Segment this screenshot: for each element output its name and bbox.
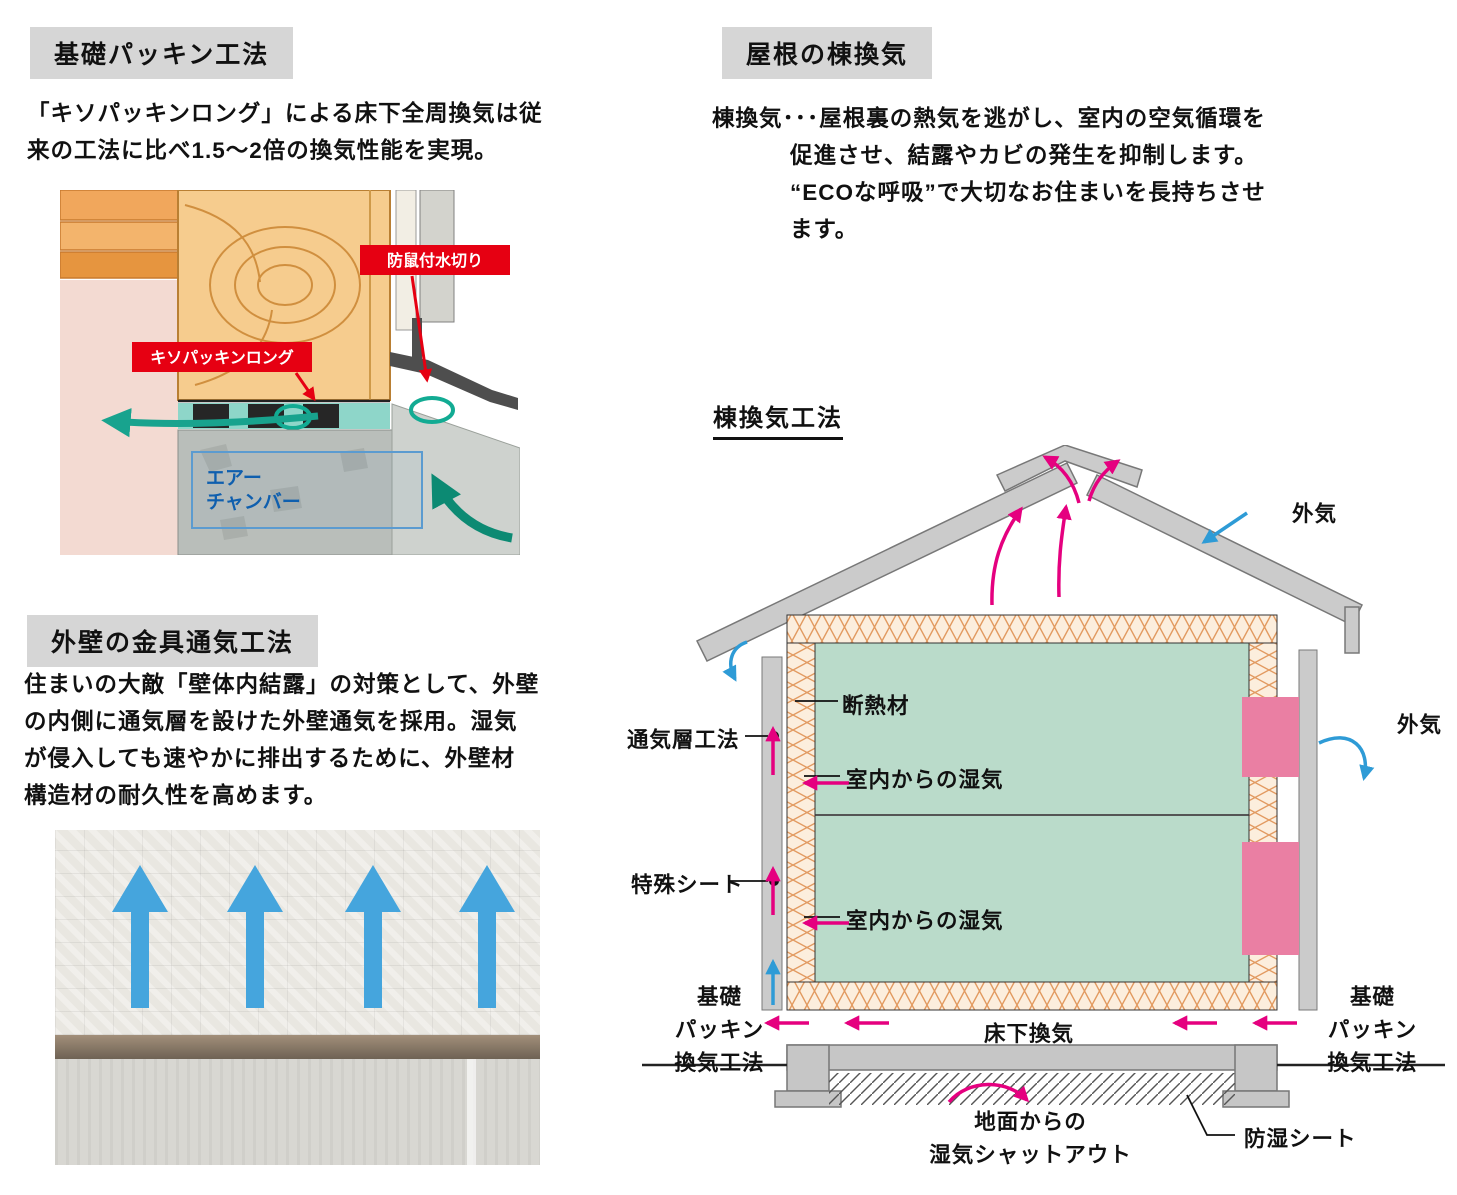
foundation-section-body: 「キソパッキンロング」による床下全周換気は従 来の工法に比べ1.5～2倍の換気性… [27,95,543,169]
house-body [786,614,1278,1011]
text-line: ます。 [790,217,859,242]
vent-layer-method-label: 通気層工法 [627,728,740,752]
exterior-wall-photo [55,830,540,1165]
foundation-band [55,1059,540,1165]
wall-section-heading: 外壁の金具通気工法 [27,615,319,667]
foundation-slab [786,1044,1278,1071]
kiso-packing-label: キソパッキンロング [150,348,294,367]
foundation-section-heading: 基礎パッキン工法 [30,27,294,79]
text-line: 「キソパッキンロング」による床下全周換気は従 [27,101,543,126]
text-line: “ECOな呼吸”で大切なお住まいを長持ちさせ [790,180,1266,205]
special-sheet-label: 特殊シート [631,873,744,897]
airflow-out-arrow [101,407,319,438]
air-chamber-outline [191,451,423,529]
right-fascia [1344,606,1360,654]
air-chamber-label-line1: エアー [206,468,262,489]
ground-moisture-label: 地面からの 湿気シャットアウト [908,1106,1153,1172]
text-line: が侵入しても速やかに排出するために、外壁材 [24,746,516,771]
wall-section-body: 住まいの大敵「壁体内結露」の対策として、外壁 の内側に通気層を設けた外壁通気を採… [24,666,539,814]
foundation-packing-diagram: エアー チャンバー 防鼠付水切り キソパッキンロング [60,190,520,555]
mizukiri-label: 防鼠付水切り [387,251,483,270]
text-line: 基礎 [1349,985,1395,1009]
ground-hatch [829,1073,1235,1105]
air-chamber-label-line2: チャンバー [206,491,301,513]
roof-diagram-title: 棟換気工法 [713,398,843,440]
text-line: 湿気シャットアウト [929,1143,1132,1167]
left-cladding [761,656,783,1011]
foundation-packing-right-label: 基礎 パッキン 換気工法 [1305,981,1440,1080]
right-wall-vents [1242,697,1299,955]
water-drip-flashing [390,318,518,410]
downspout [467,1059,476,1165]
foundation-right-wall [1234,1044,1278,1092]
outside-air-top-label: 外気 [1292,502,1338,526]
foundation [774,1044,1290,1108]
damp-proof-sheet-label: 防湿シート [1244,1127,1357,1151]
outside-air-right-label: 外気 [1397,713,1443,737]
roof-left-slope [695,462,1079,662]
text-line: 促進させ、結露やカビの発生を抑制します。 [790,143,1258,168]
pink-flow-arrows [763,455,1297,1104]
floor-insulation [786,981,1278,1011]
floor-boards [60,190,191,279]
wall-trim-band [55,1035,540,1059]
text-line: 住まいの大敵「壁体内結露」の対策として、外壁 [24,672,540,697]
up-arrows [112,865,515,1008]
kiso-packing-badge: キソパッキンロング [132,342,316,402]
interior-rooms [814,642,1250,983]
roof-section-heading: 屋根の棟換気 [722,27,933,79]
text-line: 換気工法 [1327,1051,1418,1075]
roof-section-body: 棟換気･･･屋根裏の熱気を逃がし、室内の空気循環を 促進させ、結露やカビの発生を… [712,100,1266,248]
text-line: 地面からの [974,1110,1087,1134]
indoor-moisture-upper-label: 室内からの湿気 [846,768,1004,792]
text-line: 来の工法に比べ1.5～2倍の換気性能を実現。 [27,138,498,163]
text-line: パッキン [674,1018,765,1042]
text-line: 構造材の耐久性を高めます。 [24,783,328,808]
left-wall-insulation [786,642,816,983]
indoor-moisture-lower-label: 室内からの湿気 [846,909,1004,933]
underfloor-vent-label: 床下換気 [984,1022,1075,1046]
insulation-label: 断熱材 [842,694,910,718]
foundation-left-wall [786,1044,830,1092]
airflow-intake-arrow [431,473,513,543]
concrete-foundation [177,429,393,555]
wall-airflow-arrows [112,865,515,1008]
ridge-ventilation-diagram [642,445,1445,1136]
text-line: の内側に通気層を設けた外壁通気を採用。湿気 [24,709,518,734]
ceiling-insulation [786,614,1278,644]
mizukiri-badge: 防鼠付水切り [360,245,510,383]
right-cladding [1298,649,1318,1011]
text-line: 基礎 [696,985,742,1009]
text-line: 棟換気･･･屋根裏の熱気を逃がし、室内の空気循環を [712,106,1266,131]
foundation-packing-left-label: 基礎 パッキン 換気工法 [652,981,787,1080]
vent-hole-highlight [409,396,455,424]
text-line: 換気工法 [674,1051,765,1075]
interior-wall [60,280,178,555]
text-line: パッキン [1327,1018,1418,1042]
blue-flow-arrows [722,511,1375,1005]
